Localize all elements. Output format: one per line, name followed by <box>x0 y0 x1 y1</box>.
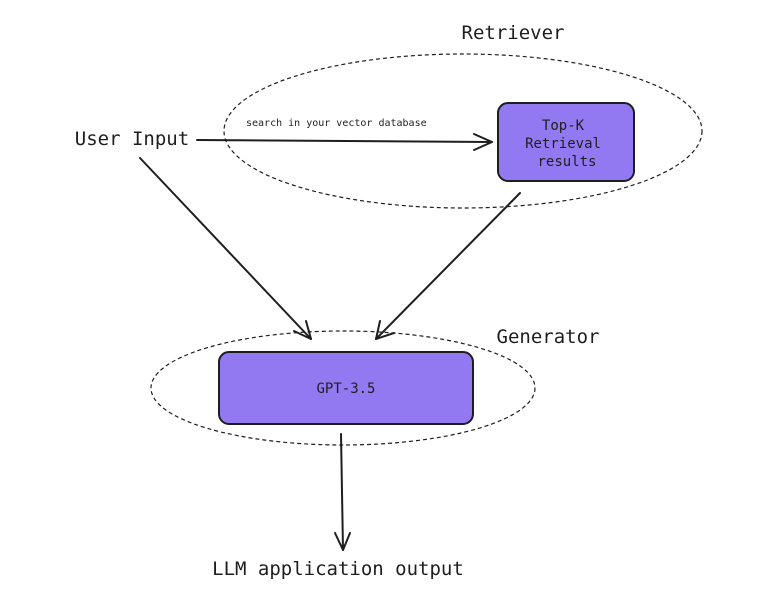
gpt-box <box>218 351 474 425</box>
topk-box-line2: Retrieval <box>525 136 601 152</box>
topk-box-line1: Top-K <box>542 118 585 134</box>
arrow-retriever-to-generator <box>375 192 521 340</box>
topk-results-box <box>497 102 635 182</box>
arrow-retriever-to-generator-head <box>375 320 395 340</box>
search-edge-label: search in your vector database <box>246 118 427 129</box>
arrow-generator-to-output <box>340 433 344 551</box>
arrow-input-to-retriever <box>196 139 493 143</box>
user-input-label: User Input <box>75 128 189 150</box>
arrow-input-to-generator-head <box>293 320 312 340</box>
arrow-input-to-retriever-head <box>473 133 493 151</box>
output-label: LLM application output <box>212 558 464 580</box>
generator-boundary <box>150 330 536 446</box>
retriever-boundary <box>223 53 703 209</box>
arrow-input-to-generator <box>139 157 312 340</box>
retriever-label: Retriever <box>462 22 565 44</box>
generator-label: Generator <box>497 326 600 348</box>
topk-box-line3: results <box>537 154 596 170</box>
arrow-generator-to-output-head <box>334 532 351 551</box>
gpt-box-label: GPT-3.5 <box>316 381 375 397</box>
